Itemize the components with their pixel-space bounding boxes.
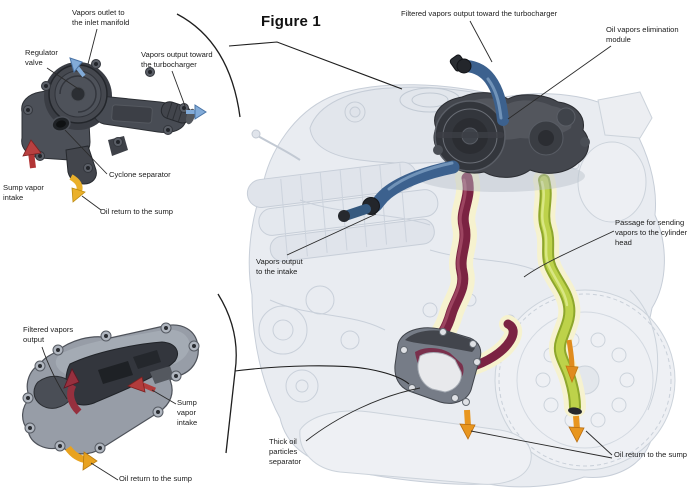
label-sump-vapor-intake-top: Sump vapor intake (3, 183, 44, 203)
thick-oil-separator (394, 327, 482, 406)
bottom-brace-connector (234, 365, 410, 385)
oil-return-arrow-bottom-detail (65, 445, 98, 471)
leader-thick-oil-separator (305, 387, 421, 442)
leader-oil-return-engine-b (470, 430, 613, 459)
leader-oil-return-engine-a (585, 430, 613, 456)
label-filtered-vapors-turbocharger: Filtered vapors output toward the turboc… (401, 9, 558, 18)
sump-intake-arrow (22, 139, 42, 169)
label-oil-return-top: Oil return to the sump (100, 207, 174, 216)
oil-pan (299, 410, 532, 485)
regulator-valve-dome (48, 64, 108, 124)
label-sump-vapor-intake-bottom: Sump vapor intake (177, 398, 198, 428)
oil-return-arrow-left (459, 409, 476, 440)
label-filtered-vapors-output: Filtered vapors output (23, 325, 74, 345)
end-housing (577, 141, 647, 223)
dipstick-handle (251, 129, 261, 139)
filtered-vapors-arrow (63, 368, 82, 415)
sump-intake-arrow-bottom (127, 376, 156, 393)
label-vapors-output-intake: Vapors output to the intake (256, 257, 303, 277)
label-oil-vapors-elimination-module: Oil vapors elimination module (606, 25, 679, 45)
label-regulator-valve: Regulator valve (25, 48, 58, 68)
turbocharger-arrow (186, 104, 207, 120)
green-passage-tip (568, 407, 582, 415)
cam-cover-ring-inner (411, 92, 449, 108)
label-vapors-output-turbocharger: Vapors output toward the turbocharger (141, 50, 213, 70)
cyclone-separator-opening (51, 116, 71, 132)
leader-cyclone-separator (64, 129, 108, 175)
top-brace (176, 13, 241, 118)
leader-lines (41, 20, 615, 481)
figure-title: Figure 1 (261, 13, 321, 30)
leader-oil-return-bottom (90, 462, 119, 481)
engine-mount-bracket (597, 91, 653, 139)
clutch-housing-arc (629, 289, 659, 411)
dipstick (257, 135, 301, 161)
leader-filtered-vapors-output (41, 346, 68, 400)
engine-illustration (246, 54, 676, 488)
label-oil-return-bottom: Oil return to the sump (119, 474, 193, 483)
oil-cap-center (349, 106, 361, 118)
inlet-manifold-arrow (69, 57, 86, 78)
bottom-brace (217, 293, 237, 454)
oil-return-arrow-in-passage (565, 339, 579, 384)
intake-hose (338, 160, 460, 222)
label-vapors-outlet-inlet-manifold: Vapors outlet to the inlet manifold (72, 8, 130, 28)
engine-line-detail (258, 145, 580, 403)
label-passage-cylinder-head: Passage for sending vapors to the cylind… (615, 218, 688, 248)
label-thick-oil-separator: Thick oil particles separator (269, 437, 302, 467)
leader-vapors-outlet (87, 28, 98, 65)
leader-vapors-output-turbo (171, 70, 186, 107)
leader-passage-cylinder-head (523, 230, 615, 278)
label-cyclone-separator: Cyclone separator (109, 170, 171, 179)
oil-return-arrow-top-detail (69, 174, 86, 203)
leader-sump-vapor-intake-bottom (151, 389, 177, 405)
top-brace-connector (228, 41, 403, 90)
leader-filtered-vapors-turbo (469, 20, 493, 63)
label-oil-return-engine: Oil return to the sump (614, 450, 688, 459)
leader-oil-vapors-module (507, 45, 612, 120)
leader-oil-return-top (81, 195, 102, 211)
oil-return-arrow-right (568, 415, 585, 443)
housing-bolts (22, 322, 200, 454)
detail-braces (176, 13, 410, 454)
valve-cover-detail-illustration (21, 57, 207, 203)
separator-housing-detail-illustration (22, 322, 200, 471)
leader-regulator-valve (46, 67, 81, 91)
oil-cap (344, 101, 366, 123)
leader-vapors-output-intake (286, 213, 377, 256)
turbo-hose (449, 54, 509, 126)
